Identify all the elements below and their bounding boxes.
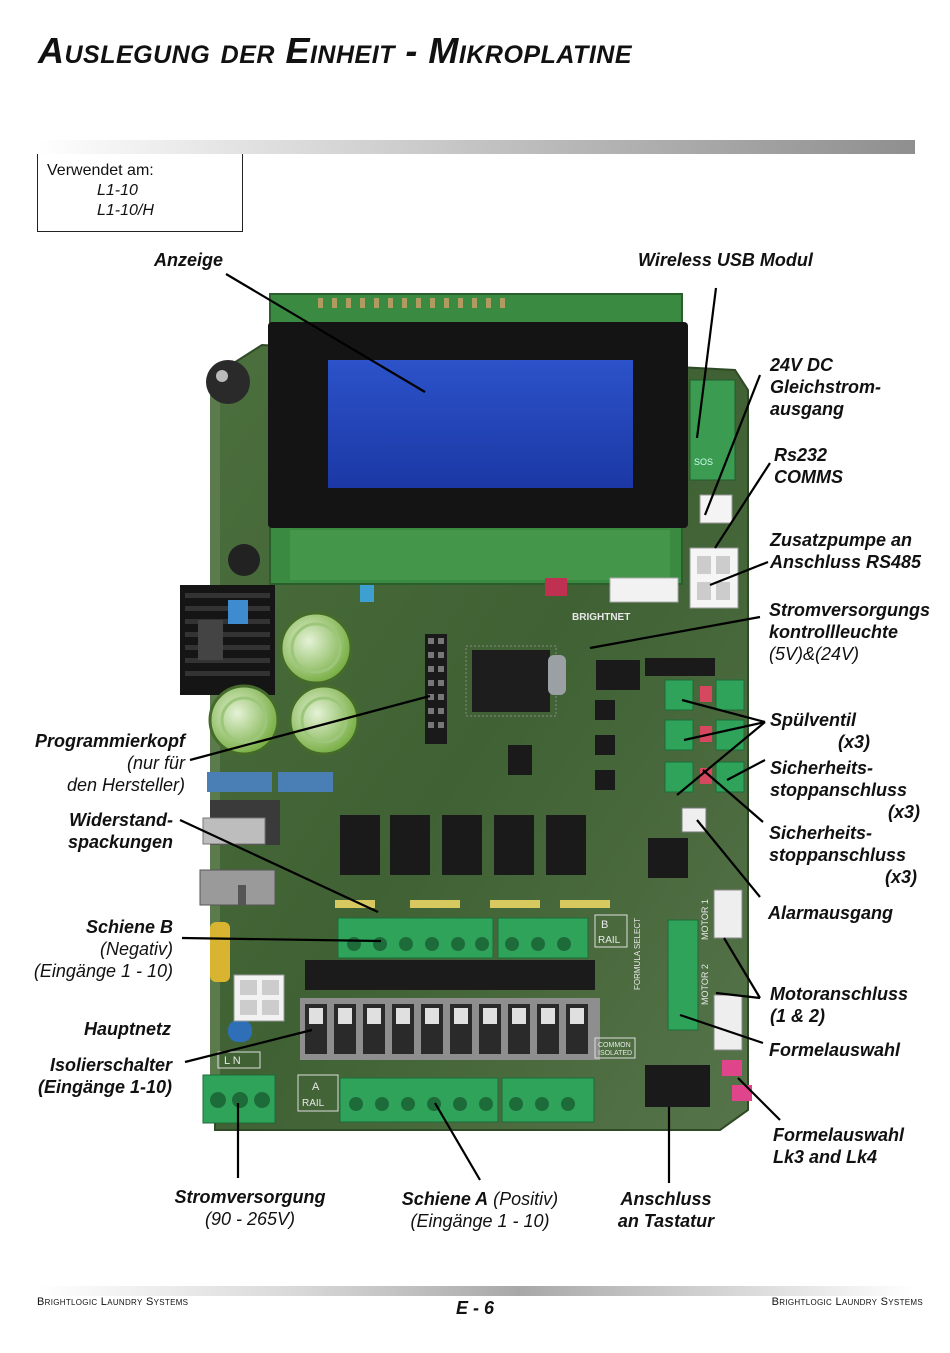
brightnet-text: BRIGHTNET — [572, 612, 630, 623]
heatsink — [180, 585, 275, 695]
label-formelauswahl: Formelauswahl — [769, 1040, 901, 1060]
alarm-output — [681, 807, 707, 833]
label-stromversorgung: Stromversorgung(90 - 265V) — [174, 1187, 326, 1229]
label-sicherheitsstopp-1: Sicherheits-stoppanschluss(x3) — [770, 758, 920, 822]
rail-a-connector — [339, 1077, 499, 1123]
ln-text: L N — [224, 1055, 241, 1067]
motor1-text: MOTOR 1 — [700, 899, 710, 940]
isolated-text: ISOLATED — [598, 1050, 632, 1057]
footer-right: Brightlogic Laundry Systems — [771, 1296, 923, 1308]
rail-b-connector — [337, 917, 494, 959]
link-lk3 — [722, 1060, 742, 1076]
page-title: Auslegung der Einheit - Mikroplatine — [38, 30, 632, 71]
page-number: E - 6 — [455, 1298, 494, 1318]
used-on-model: L1-10 — [97, 182, 138, 199]
used-on-model: L1-10/H — [97, 202, 154, 219]
keypad-header — [645, 1065, 710, 1107]
microcontroller — [472, 650, 550, 712]
programming-header — [425, 634, 447, 744]
motor-connector — [713, 889, 743, 939]
label-spuelventil: Spülventil(x3) — [770, 710, 870, 752]
link-lk4 — [732, 1085, 752, 1101]
b-rail-letter: B — [601, 919, 608, 931]
motor-connector — [713, 994, 743, 1051]
formula-select-connector — [667, 919, 699, 1031]
common-text: COMMON — [598, 1042, 631, 1049]
label-widerstandspackungen: Widerstand-spackungen — [67, 810, 173, 852]
sos-text: SOS — [694, 457, 713, 467]
capacitor — [208, 684, 280, 756]
label-schiene-b: Schiene B(Negativ)(Eingänge 1 - 10) — [33, 917, 173, 981]
capacitor — [206, 360, 250, 404]
header-rule — [37, 140, 915, 154]
label-alarmausgang: Alarmausgang — [768, 903, 894, 923]
formula-select-text: FORMULA SELECT — [633, 918, 642, 990]
label-isolierschalter: Isolierschalter(Eingänge 1-10) — [37, 1055, 172, 1097]
a-rail-text: RAIL — [302, 1098, 325, 1109]
label-schiene-a: Schiene A (Positiv) (Eingänge 1 - 10) — [401, 1189, 559, 1231]
label-wireless-usb: Wireless USB Modul — [638, 250, 813, 270]
capacitor — [228, 544, 260, 576]
used-on-box: Verwendet am: L1-10 L1-10/H — [37, 154, 243, 232]
label-hauptnetz: Hauptnetz — [84, 1019, 171, 1039]
b-rail-text: RAIL — [598, 935, 621, 946]
footer-left: Brightlogic Laundry Systems — [37, 1296, 189, 1308]
footer-rule — [37, 1286, 915, 1296]
label-sicherheitsstopp-2: Sicherheits-stoppanschluss(x3) — [769, 823, 917, 887]
isolator-switches — [300, 998, 600, 1060]
used-on-heading: Verwendet am: — [47, 162, 154, 179]
label-motoranschluss: Motoranschluss(1 & 2) — [770, 984, 909, 1026]
flush-valve-connectors — [664, 679, 745, 793]
motor2-text: MOTOR 2 — [700, 964, 710, 1005]
lcd-screen — [328, 360, 633, 488]
capacitor — [288, 684, 360, 756]
a-rail-letter: A — [312, 1081, 320, 1093]
label-anzeige: Anzeige — [154, 250, 224, 270]
leader-lines — [179, 273, 781, 1183]
